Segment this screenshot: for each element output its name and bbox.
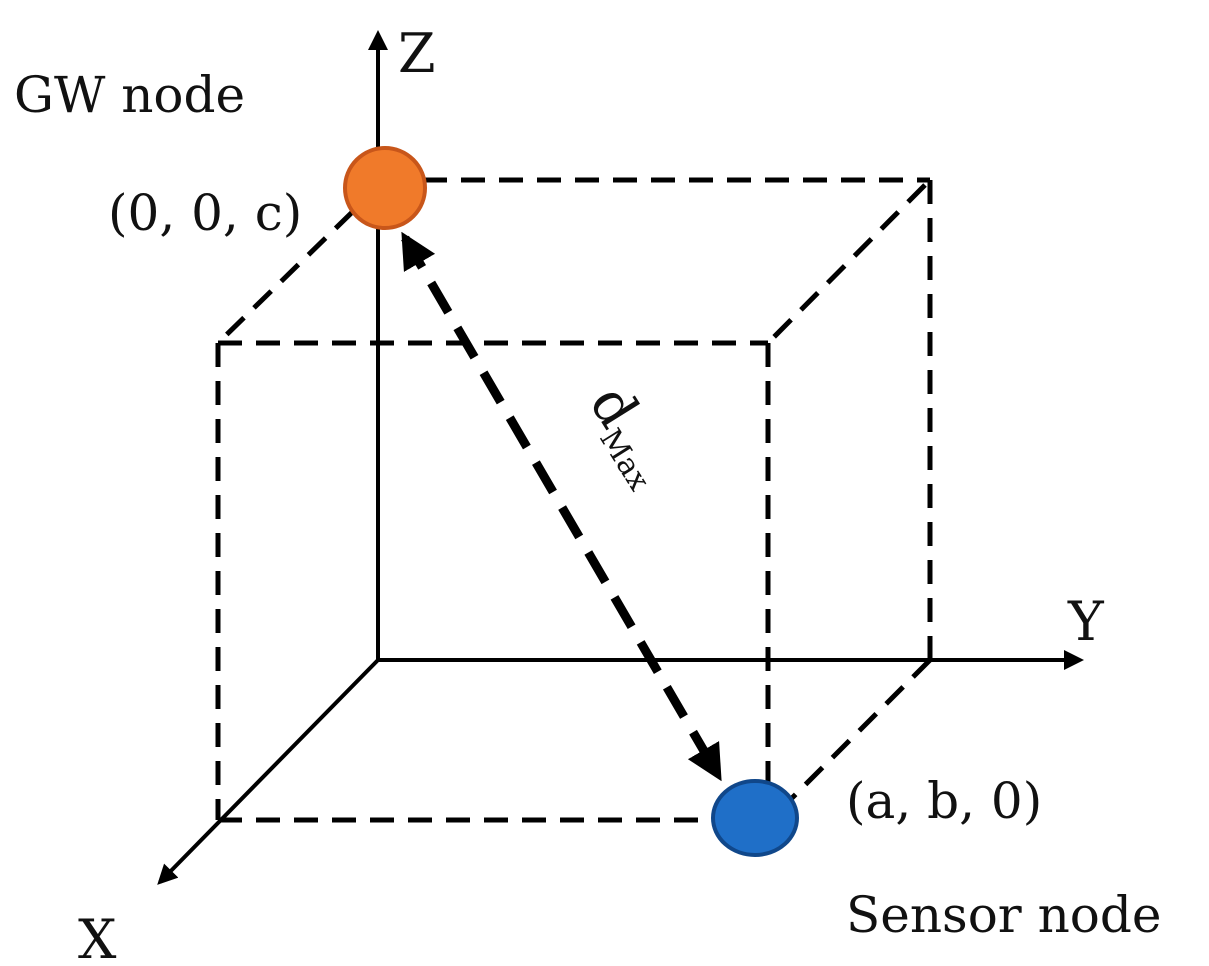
dmax-label: d Max (576, 374, 656, 497)
bottom-right-diagonal (788, 658, 932, 802)
gw-node-coords: (0, 0, c) (108, 184, 302, 242)
gw-node-marker (343, 146, 427, 230)
sensor-node-marker (711, 779, 799, 857)
y-axis-label: Y (1067, 590, 1105, 653)
x-axis (157, 658, 380, 885)
dmax-arrow (401, 231, 722, 782)
z-axis-label: Z (398, 22, 436, 85)
top-right-diagonal (766, 183, 927, 345)
sensor-node-coords: (a, b, 0) (846, 772, 1042, 830)
gw-node-label: GW node (14, 66, 245, 124)
box-edges (215, 177, 933, 823)
sensor-node-label: Sensor node (846, 886, 1162, 944)
x-axis-label: X (78, 908, 117, 966)
